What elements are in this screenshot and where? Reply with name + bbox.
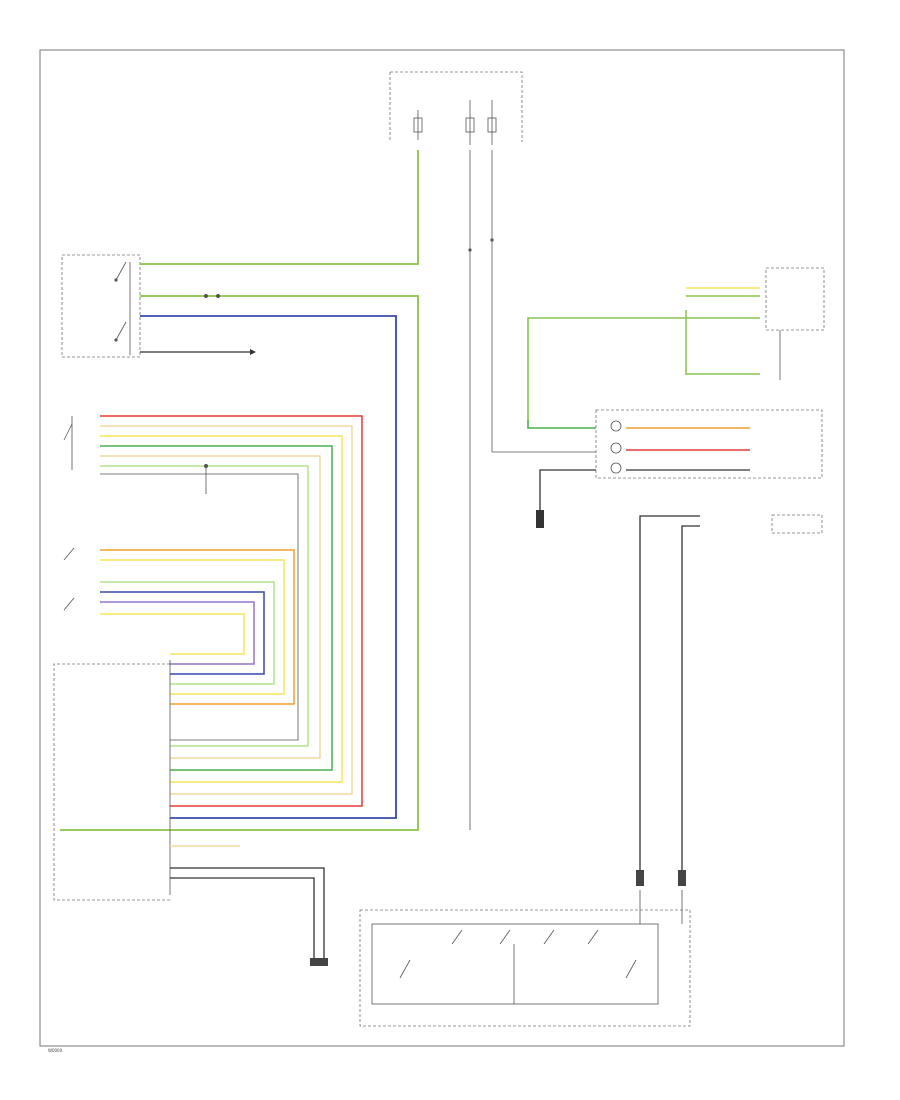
switch-icon (114, 321, 127, 342)
connector-icon (636, 870, 644, 886)
switch-icon (63, 547, 75, 611)
wire-violet (100, 601, 255, 665)
steering-control-frame (595, 409, 823, 479)
wire-yellow-1 (100, 435, 343, 783)
ground-icon (536, 510, 544, 528)
cruise-switch-inner (371, 923, 659, 1005)
wire-green-upper (140, 150, 419, 265)
connector-icon (216, 294, 220, 298)
cruise-switch-assembly-frame (359, 909, 691, 1027)
diagram-border (39, 49, 845, 1047)
switch-icon (114, 261, 127, 282)
fuse-icon (465, 117, 475, 133)
wire-black-1 (170, 867, 325, 958)
pedal-switch-frame (61, 254, 141, 358)
connector-icon (678, 870, 686, 886)
wire-blue (140, 315, 397, 819)
wire-black-2 (170, 877, 315, 958)
clock-spring-icon (610, 420, 622, 432)
connector-icon (310, 958, 328, 966)
wire-tan-1 (100, 425, 353, 795)
wire-green-right-4 (527, 420, 596, 429)
wire-yellow-2 (100, 559, 285, 695)
connector-icon (204, 294, 208, 298)
switch-icon (499, 929, 511, 945)
switch-icon (587, 929, 599, 945)
wire-blue-2 (100, 591, 265, 675)
switch-icon (399, 959, 411, 979)
switch-icon (625, 959, 637, 979)
wire-green-right-3 (685, 310, 760, 375)
wire-red (100, 415, 363, 807)
arrow-icon (250, 349, 256, 355)
connector-icon (204, 464, 208, 468)
wire-black-right (539, 469, 596, 528)
instrument-cluster-frame (765, 267, 825, 331)
switch-icon (63, 416, 73, 470)
wire-green-2 (60, 295, 419, 831)
ecm-frame (53, 663, 170, 901)
fuse-box-frame (389, 71, 523, 142)
cruise-switch-frame (771, 514, 823, 534)
switch-icon (451, 929, 463, 945)
fuse-icon (413, 117, 423, 133)
wire-tan-2 (100, 455, 321, 759)
wire-ground-1 (100, 473, 299, 741)
wire-black-right-3 (639, 515, 700, 880)
clock-spring-icon (610, 462, 622, 474)
footer-code: W0000 (48, 1048, 63, 1053)
wire-black-right-4 (681, 525, 700, 880)
wire-green-right (527, 317, 760, 420)
wire-yellow-3 (100, 613, 245, 655)
switch-icon (543, 929, 555, 945)
fuse-icon (487, 117, 497, 133)
wire-orange (100, 549, 295, 705)
clock-spring-icon (610, 442, 622, 454)
wire-dark-green (100, 445, 333, 771)
wire-light-green-2 (100, 581, 275, 685)
connector-icon (490, 238, 494, 242)
connector-icon (468, 248, 472, 252)
